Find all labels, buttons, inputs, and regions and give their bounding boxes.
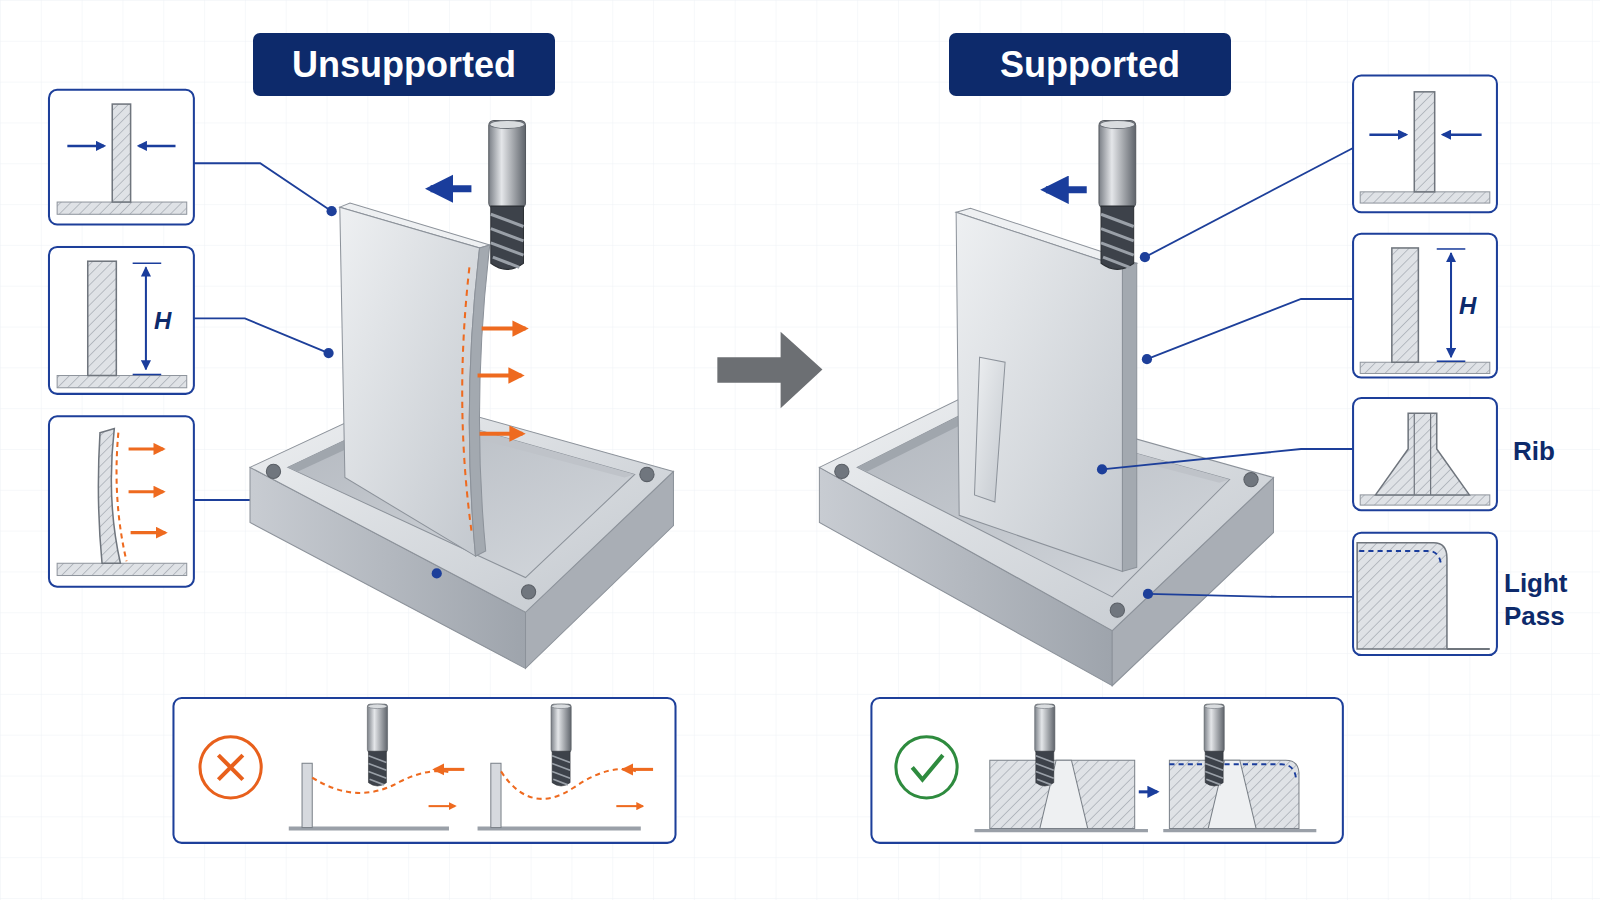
- badge-title: Unsupported: [292, 44, 516, 86]
- dimension-label: H: [1459, 292, 1476, 320]
- part-label: Rib: [1513, 435, 1555, 468]
- operation-label: Light Pass: [1504, 567, 1594, 633]
- badge-title: Supported: [1000, 44, 1180, 86]
- title-badge: Unsupported: [253, 33, 555, 96]
- dimension-label: H: [154, 307, 171, 335]
- title-badge: Supported: [949, 33, 1231, 96]
